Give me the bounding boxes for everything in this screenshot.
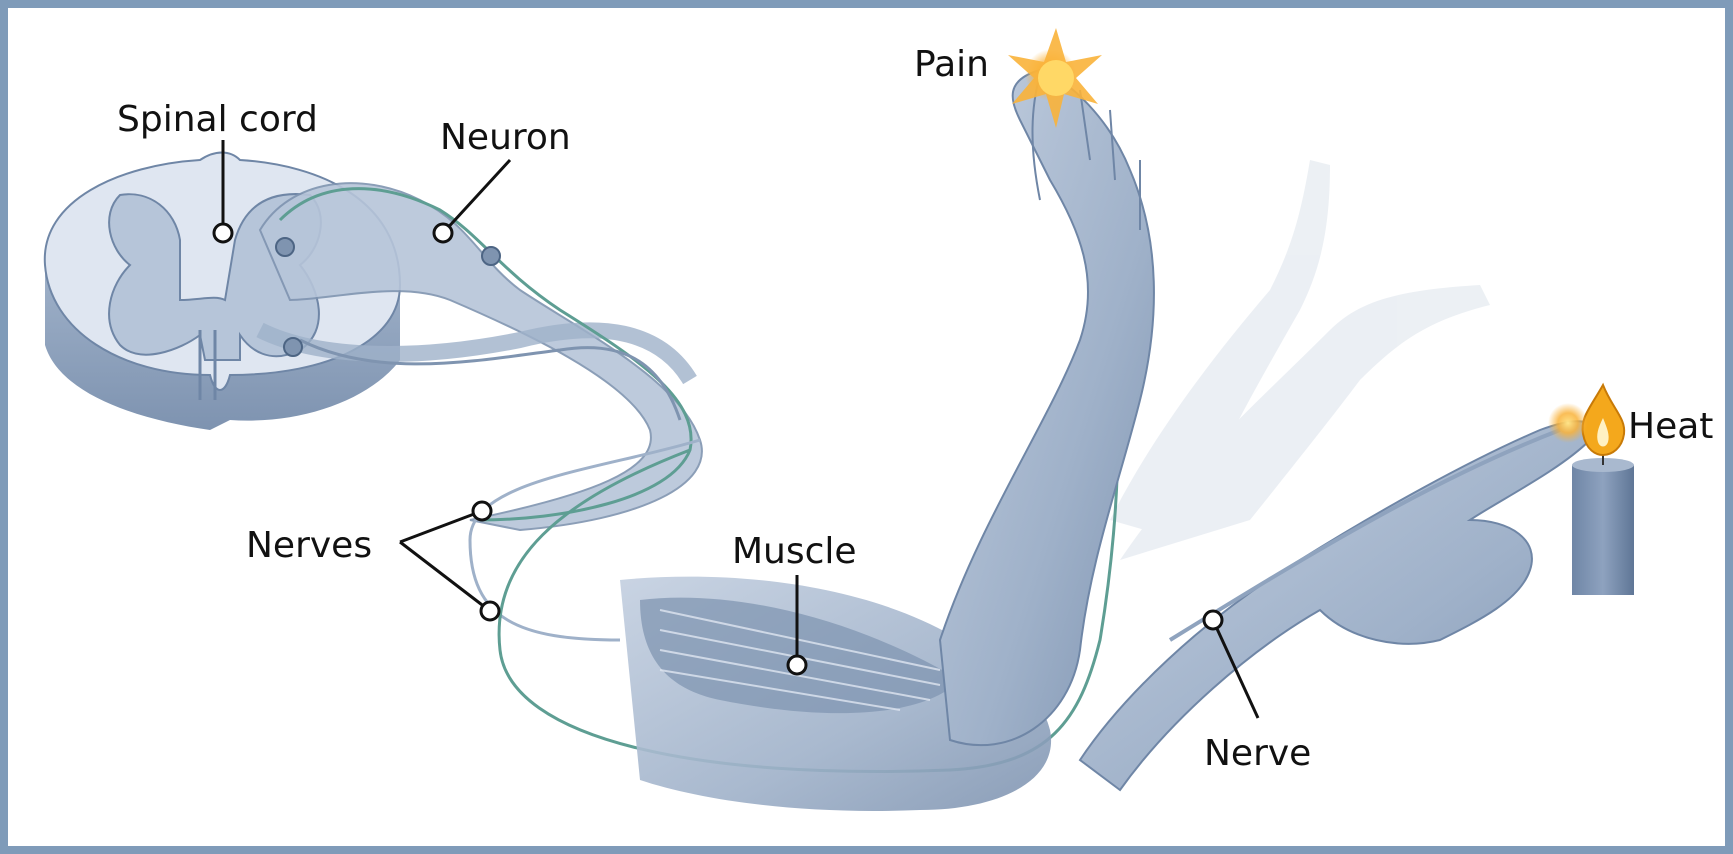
- extended-arm: [1078, 420, 1594, 792]
- nerve-marker: [1202, 609, 1224, 631]
- candle: [1572, 382, 1634, 595]
- labels: Spinal cord Neuron Pain Heat Nerves Musc…: [117, 44, 1713, 774]
- neuron-tube: [256, 182, 703, 532]
- pain-starburst-icon: [1008, 28, 1102, 128]
- pain-label: Pain: [914, 44, 989, 85]
- neuron-label: Neuron: [440, 117, 571, 158]
- fingertip-heat-glow: [1548, 403, 1588, 443]
- neuron-marker: [432, 222, 454, 244]
- raised-arm: [938, 68, 1155, 747]
- label-endpoints: [212, 222, 1224, 676]
- candle-body: [1572, 465, 1634, 595]
- ghost-arm-motion: [1110, 160, 1490, 560]
- nerves-marker-lower: [479, 600, 501, 622]
- nerve-label: Nerve: [1204, 733, 1311, 774]
- spinal-cord-label: Spinal cord: [117, 99, 318, 140]
- muscle-label: Muscle: [732, 531, 857, 572]
- leader-lines: [221, 140, 1260, 719]
- nerves-marker-upper: [471, 500, 493, 522]
- nerves-label: Nerves: [246, 525, 372, 566]
- heat-label: Heat: [1628, 406, 1713, 447]
- muscle-marker: [786, 654, 808, 676]
- spinal-cord-marker: [212, 222, 234, 244]
